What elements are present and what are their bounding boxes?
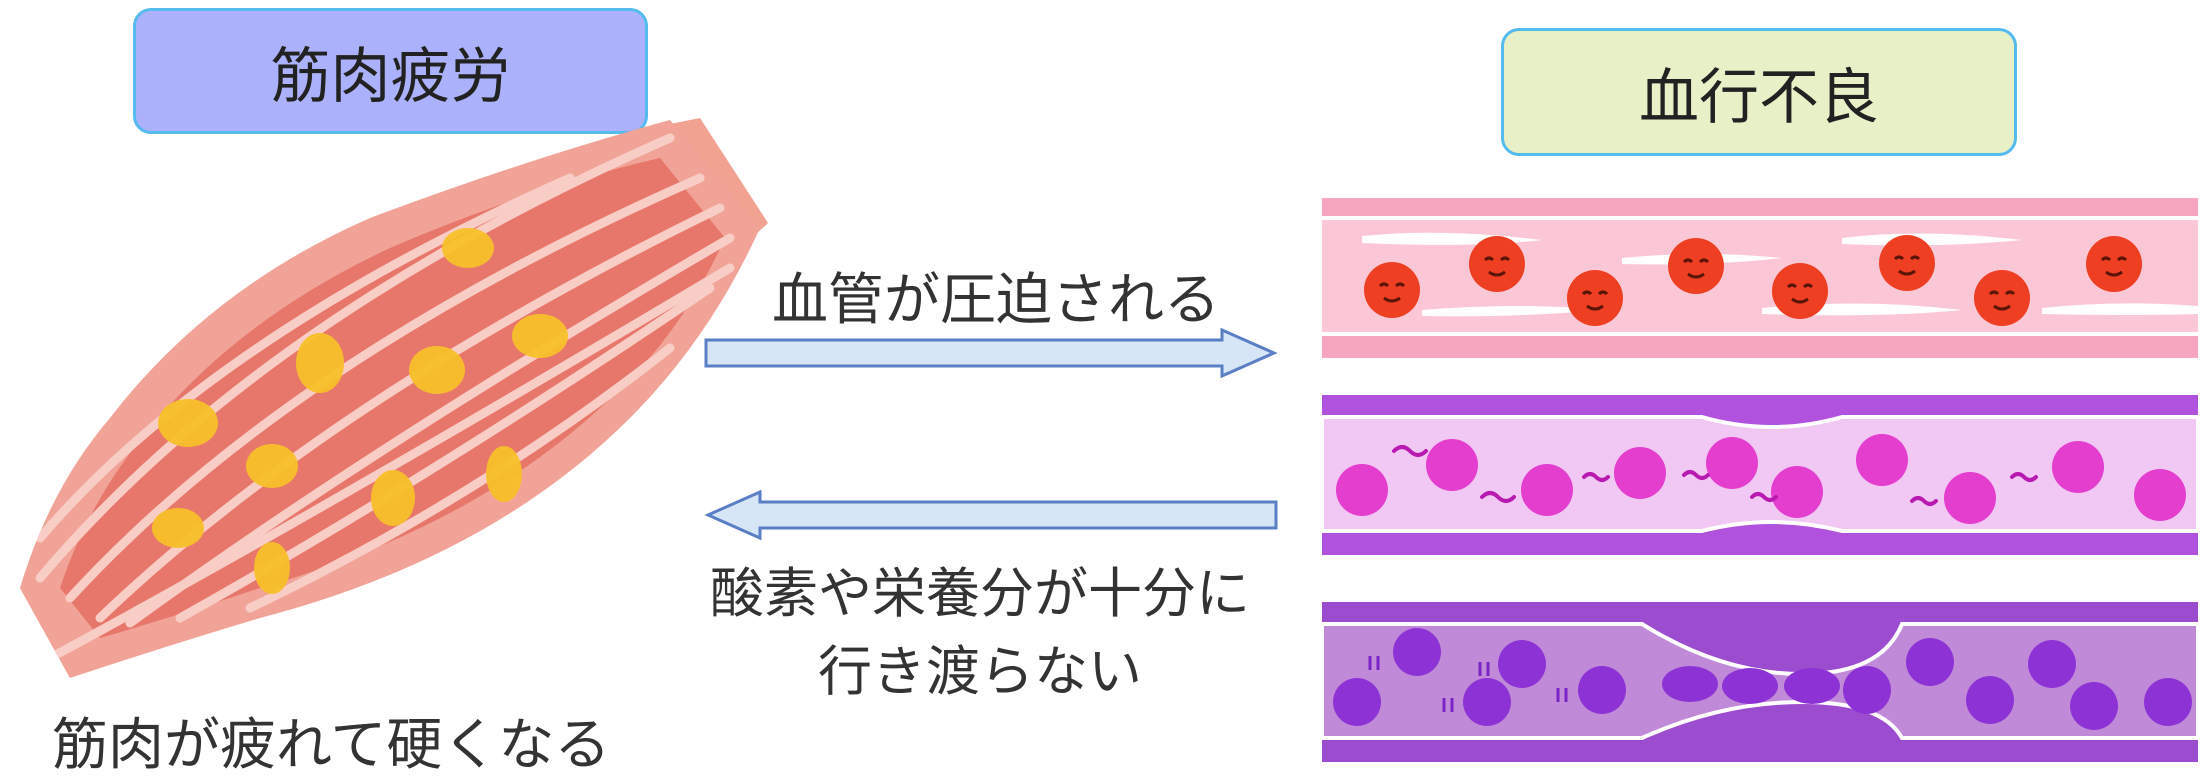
muscle-fatigue-text: 筋肉疲労 bbox=[270, 41, 511, 112]
arrow-right-icon bbox=[704, 328, 1278, 378]
muscle-stiff-caption: 筋肉が疲れて硬くなる bbox=[52, 713, 611, 778]
supply-caption: 酸素や栄養分が十分に 行き渡らない bbox=[680, 555, 1280, 711]
supply-caption-line2: 行き渡らない bbox=[818, 640, 1142, 703]
healthy-red-cells bbox=[1364, 235, 2142, 326]
supply-caption-line1: 酸素や栄養分が十分に bbox=[710, 562, 1250, 625]
healthy-vessel-icon bbox=[1322, 198, 2198, 358]
muscle-illustration-icon bbox=[20, 118, 768, 678]
vessel-compressed-caption: 血管が圧迫される bbox=[772, 268, 1220, 333]
blocked-vessel-icon bbox=[1322, 602, 2198, 762]
narrowed-vessel-cells bbox=[1336, 434, 2186, 524]
poor-circulation-text: 血行不良 bbox=[1639, 62, 1879, 133]
narrowed-vessel-icon bbox=[1322, 395, 2198, 555]
blocked-vessel-cells bbox=[1333, 628, 2192, 730]
poor-circulation-label: 血行不良 bbox=[1501, 28, 2017, 156]
arrow-left-icon bbox=[704, 490, 1278, 540]
muscle-fatigue-label: 筋肉疲労 bbox=[133, 8, 648, 134]
